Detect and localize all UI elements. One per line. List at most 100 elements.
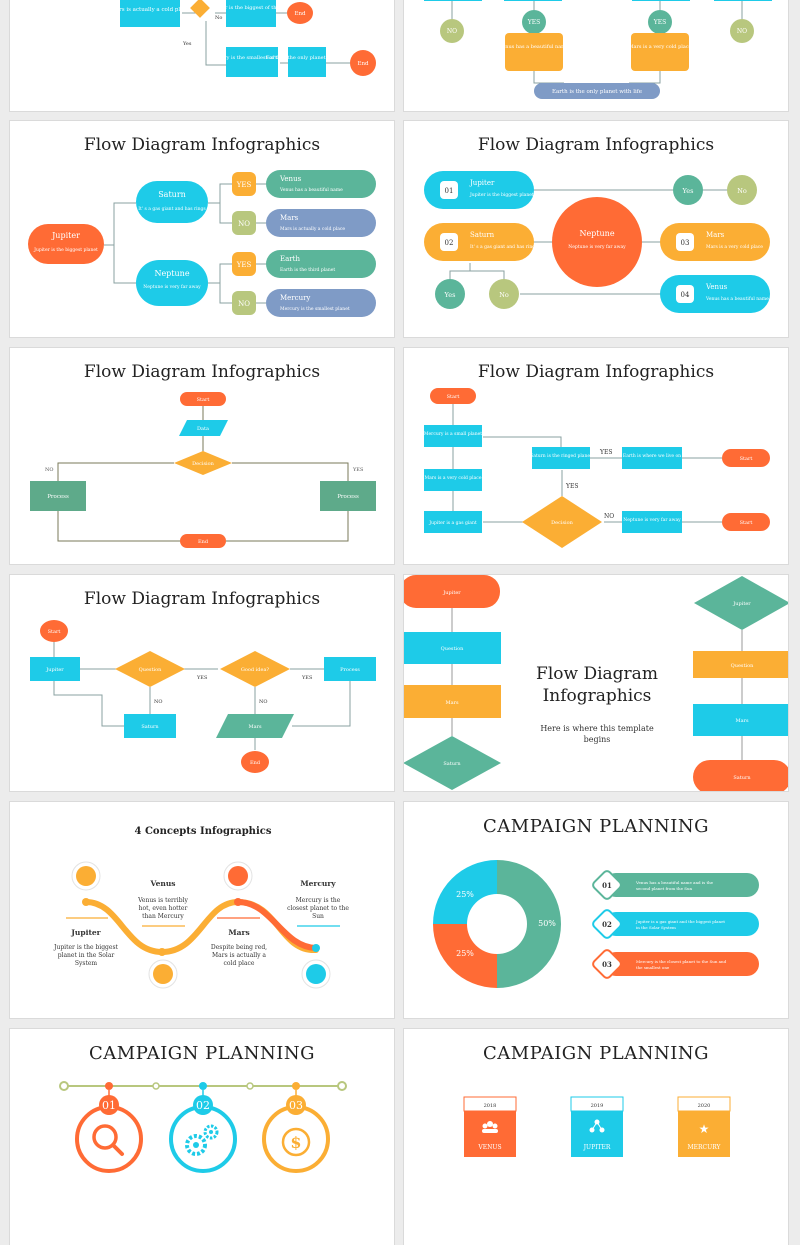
donut-chart xyxy=(433,860,561,988)
start-pill-3 xyxy=(722,513,770,531)
legend-bar-3 xyxy=(604,952,759,976)
saturn-right-pill xyxy=(693,760,788,791)
neptune-circle xyxy=(552,197,642,287)
process-left-box xyxy=(30,481,86,511)
process-right-box xyxy=(320,481,376,511)
slide-flow-yes-no-boxes[interactable]: NO YES Venus has a beautiful name YES Ma… xyxy=(404,0,788,111)
no-circle-right xyxy=(730,19,754,43)
icon-ring-1 xyxy=(75,1105,143,1173)
neptune-text: Neptune is very far away xyxy=(623,517,681,523)
neptune-label: Neptune xyxy=(154,269,189,278)
top-box-2 xyxy=(504,0,562,1)
slide-campaign-donut[interactable]: CAMPAIGN PLANNING 25% 50% 25% 01 Venus h… xyxy=(404,802,788,1018)
no-right-label: NO xyxy=(737,28,747,35)
start-circle xyxy=(40,620,68,642)
slide-flow-multi-branch[interactable]: Flow Diagram Infographics Start Mercury … xyxy=(404,348,788,564)
no-label: NO xyxy=(45,467,53,473)
campaign-donut-chart: 25% 50% 25% 01 Venus has a beautiful nam… xyxy=(433,860,759,988)
slide-flow-branching[interactable]: Flow Diagram Infographics Jupiter Jupite… xyxy=(10,121,394,337)
question-label: Question xyxy=(139,667,162,673)
venus-label: Venus xyxy=(705,283,728,291)
yes-circle-left xyxy=(522,10,546,34)
slide-campaign-years[interactable]: CAMPAIGN PLANNING 2018 VENUS 2019 JUPITE… xyxy=(404,1029,788,1245)
number-circle-2 xyxy=(193,1095,213,1115)
timeline-end-right xyxy=(337,1081,347,1091)
slide-4-concepts[interactable]: 4 Concepts Infographics Jupiter Jupiter … xyxy=(10,802,394,1018)
start-label: Start xyxy=(48,629,61,635)
slide-title-flow[interactable]: Jupiter Question Mars Saturn Flow Diagra… xyxy=(404,575,788,791)
slide-flow-numbered[interactable]: Flow Diagram Infographics 01 Jupiter Jup… xyxy=(404,121,788,337)
venus-pill xyxy=(660,275,770,313)
slide-flow-yes-no[interactable]: Mars is actually a cold place No Yes Jup… xyxy=(10,0,394,111)
decision-label: Decision xyxy=(551,520,574,526)
mars-desc: Mars is a very cold place xyxy=(706,244,763,250)
slide-flow-decision[interactable]: Flow Diagram Infographics Start Data Dec… xyxy=(10,348,394,564)
donut-slice-orange xyxy=(433,924,497,988)
wave-node-4 xyxy=(312,944,320,952)
mars-box xyxy=(120,0,180,27)
slide-campaign-icons[interactable]: CAMPAIGN PLANNING 01 02 03 $ xyxy=(10,1029,394,1245)
yes-circle-top xyxy=(673,175,703,205)
mars-label: Mars xyxy=(706,231,725,239)
mars-label: Mars xyxy=(248,724,261,730)
legend-bar-1 xyxy=(604,873,759,897)
venus-line-2: hot, even hotter xyxy=(139,905,188,912)
subtitle-line-1: Here is where this template xyxy=(540,724,654,733)
number-badge-1 xyxy=(440,181,458,199)
top-box-1 xyxy=(424,0,482,1)
neptune-pill xyxy=(136,260,208,306)
slice-label-cyan: 25% xyxy=(456,890,474,899)
mars-right-box xyxy=(693,704,788,736)
jupiter-label: Jupiter xyxy=(469,179,495,187)
mercury-pill xyxy=(266,289,376,317)
number-2: 02 xyxy=(445,239,454,247)
number-badge-2 xyxy=(440,233,458,251)
donut-slice-cyan xyxy=(433,860,497,924)
no-bottom-label: No xyxy=(499,291,509,299)
mars-left-label: Mars xyxy=(445,700,458,706)
saturn-box xyxy=(532,447,590,469)
no-circle-top xyxy=(727,175,757,205)
mercury-box xyxy=(226,47,278,77)
jupiter-line-3: System xyxy=(75,960,98,967)
svg-text:$: $ xyxy=(290,1133,301,1152)
yes-label-2: YES xyxy=(236,261,252,269)
yes-label-2: YES xyxy=(565,483,578,490)
mercury-dot xyxy=(306,964,326,984)
slide-title: Flow Diagram Infographics xyxy=(83,362,321,382)
slide-flow-questions[interactable]: Flow Diagram Infographics Start Jupiter … xyxy=(10,575,394,791)
saturn-desc: It' s a gas giant and has rings xyxy=(138,206,206,212)
people-icon xyxy=(482,1121,498,1133)
jupiter-right-label: Jupiter xyxy=(732,601,751,607)
earth-label: Earth xyxy=(280,255,300,263)
no-label: No xyxy=(215,15,222,21)
flow-diagram: Mars is actually a cold place No Yes Jup… xyxy=(110,0,376,77)
mercury-label: MERCURY xyxy=(688,1144,722,1151)
venus-box xyxy=(505,33,563,71)
number-circle-1 xyxy=(99,1095,119,1115)
jupiter-line-1: Jupiter is the biggest xyxy=(53,944,118,951)
legend-diamond-1 xyxy=(592,870,622,900)
flow-diagram: Jupiter Question Mars Saturn Flow Diagra… xyxy=(404,575,788,791)
mars-box-text: Mars is actually a cold place xyxy=(110,7,190,13)
good-idea-label: Good idea? xyxy=(241,667,270,673)
legend-bar-2 xyxy=(604,912,759,936)
number-1: 01 xyxy=(445,187,454,195)
mars-right-label: Mars xyxy=(735,718,748,724)
no-label-1: NO xyxy=(154,699,162,705)
mars-label: Mars xyxy=(280,214,299,222)
number-4: 04 xyxy=(681,291,690,299)
subtitle-line-2: begins xyxy=(584,735,611,744)
jupiter-left-pill xyxy=(404,575,500,608)
campaign-years: 2018 VENUS 2019 JUPITER 2020 ★ MERCURY xyxy=(463,1096,731,1157)
flow-diagram: Start Mercury is a small planet Mars is … xyxy=(424,388,770,548)
no-top-label: No xyxy=(737,187,747,195)
saturn-left-diamond xyxy=(404,736,501,790)
earth-text: Earth is where we live on xyxy=(623,453,681,459)
no-label-1: NO xyxy=(238,220,250,228)
number-3: 03 xyxy=(289,1099,303,1112)
legend-text-1a: Venus has a beautiful name and is the xyxy=(635,880,714,885)
jupiter-desc: Jupiter is the biggest planet xyxy=(33,247,98,253)
question-left-label: Question xyxy=(441,646,464,652)
year-2: 2019 xyxy=(591,1103,604,1109)
